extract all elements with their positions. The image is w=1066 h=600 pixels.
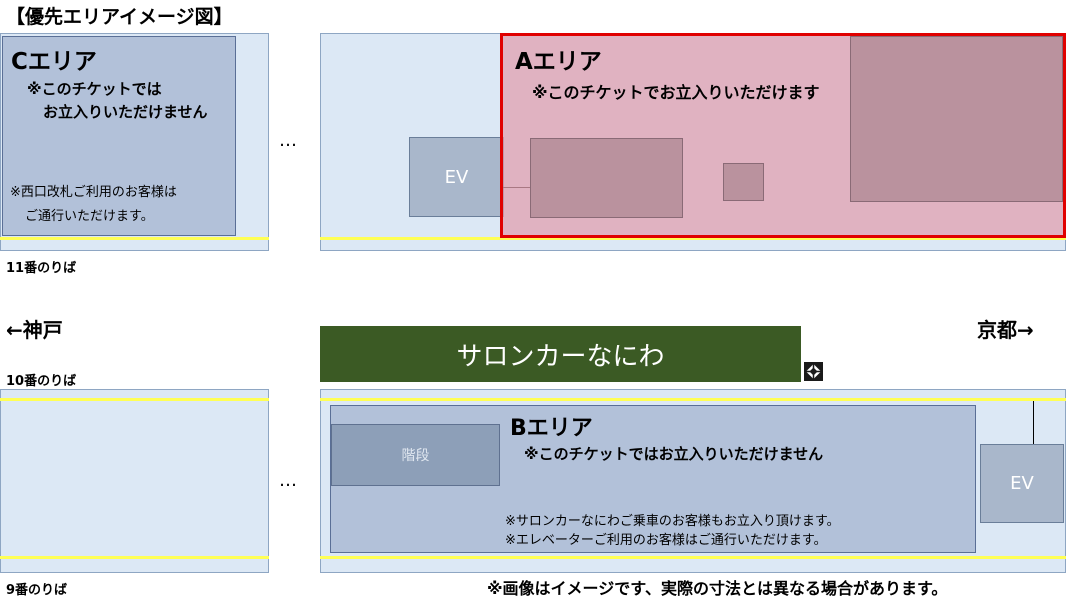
diamond-marker-icon xyxy=(804,362,823,381)
area-c-note-line1: ※西口改札ご利用のお客様は xyxy=(10,185,177,200)
area-c-name: Cエリア xyxy=(11,49,97,75)
ellipsis-upper: … xyxy=(279,130,299,151)
area-a-block-right xyxy=(850,36,1063,202)
area-b-note-line2: ※エレベーターご利用のお客様はご通行いただけます。 xyxy=(505,533,827,548)
platform-9-edge-right xyxy=(320,556,1066,559)
platform-9-10-left xyxy=(0,389,269,573)
platform-11-edge-left xyxy=(0,237,269,240)
platform-9-edge-left xyxy=(0,556,269,559)
area-a-notice: ※このチケットでお立入りいただけます xyxy=(532,83,820,102)
direction-right-kyoto: 京都→ xyxy=(977,318,1034,342)
elevator-upper: EV xyxy=(409,137,504,217)
stairs: 階段 xyxy=(331,424,500,486)
elevator-lower-connector xyxy=(1033,401,1034,445)
area-c-note-line2: ご通行いただけます。 xyxy=(25,209,154,224)
area-b-notice: ※このチケットではお立入りいただけません xyxy=(524,445,824,463)
elevator-lower: EV xyxy=(980,444,1064,523)
area-b-name: Bエリア xyxy=(510,416,593,441)
area-b-note-line1: ※サロンカーなにわご乗車のお客様もお立入り頂けます。 xyxy=(505,514,840,529)
area-a-block-small xyxy=(723,163,764,201)
area-c-notice-line1: ※このチケットでは xyxy=(27,80,162,98)
disclaimer: ※画像はイメージです、実際の寸法とは異なる場合があります。 xyxy=(487,579,948,598)
platform-10-label: 10番のりば xyxy=(6,374,77,389)
platform-11-edge-right xyxy=(320,237,1066,240)
platform-9-label: 9番のりば xyxy=(6,583,68,598)
platform-10-edge-right xyxy=(320,398,1066,401)
area-a-block-left xyxy=(530,138,683,218)
area-a-name: Aエリア xyxy=(515,49,602,75)
page-title: 【優先エリアイメージ図】 xyxy=(6,6,233,28)
area-c-notice-line2: お立入りいただけません xyxy=(43,103,208,121)
direction-left-kobe: ←神戸 xyxy=(6,318,63,342)
salon-car-banner: サロンカーなにわ xyxy=(320,326,801,382)
platform-11-label: 11番のりば xyxy=(6,261,77,276)
ellipsis-lower: … xyxy=(279,470,299,491)
platform-10-edge-left xyxy=(0,398,269,401)
area-c xyxy=(2,36,236,236)
